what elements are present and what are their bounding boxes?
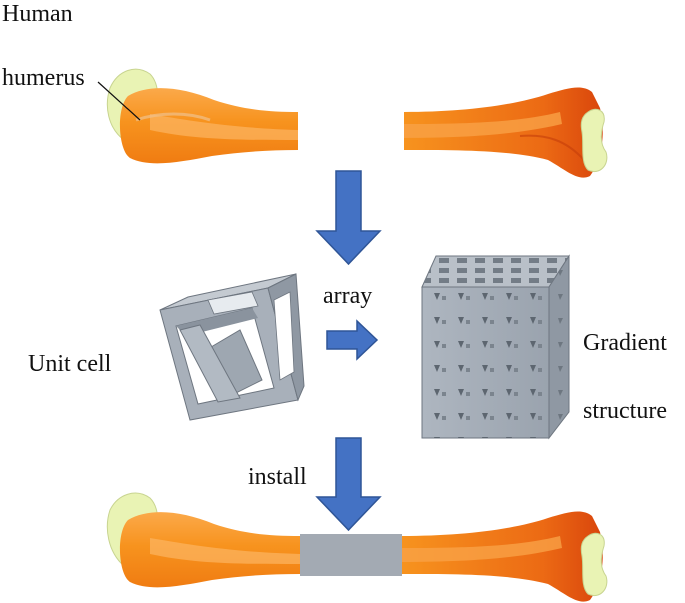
implant-block	[300, 534, 402, 576]
label-human: Human	[2, 1, 73, 27]
humerus-pointer-line	[97, 81, 141, 121]
label-humerus: humerus	[2, 65, 85, 91]
label-structure: structure	[583, 398, 667, 424]
humerus-proximal-top	[106, 68, 298, 164]
label-unit-cell: Unit cell	[28, 351, 112, 377]
label-install: install	[248, 464, 307, 490]
label-array: array	[323, 283, 373, 309]
gradient-structure-graphic	[421, 254, 570, 440]
down-arrow-install	[315, 437, 382, 532]
humerus-assembled	[106, 492, 608, 602]
down-arrow-top	[315, 170, 382, 266]
humerus-distal-top	[404, 87, 608, 178]
right-arrow-array	[326, 319, 379, 361]
unit-cell-graphic	[159, 273, 305, 421]
label-gradient: Gradient	[583, 330, 667, 356]
humerus-condyle-cartilage	[580, 108, 608, 172]
